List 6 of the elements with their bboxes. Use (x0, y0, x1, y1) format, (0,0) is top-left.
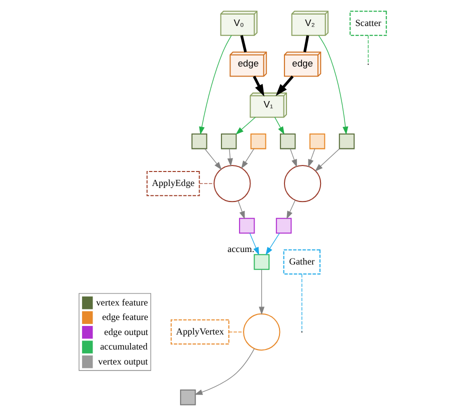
node-label: accum. (227, 245, 254, 256)
legend-label: vertex feature (96, 298, 148, 308)
legend-label: edge feature (102, 313, 148, 324)
legend-label: vertex output (98, 357, 148, 368)
legend-label: edge output (104, 328, 148, 338)
legend-label: accumulated (100, 342, 148, 353)
